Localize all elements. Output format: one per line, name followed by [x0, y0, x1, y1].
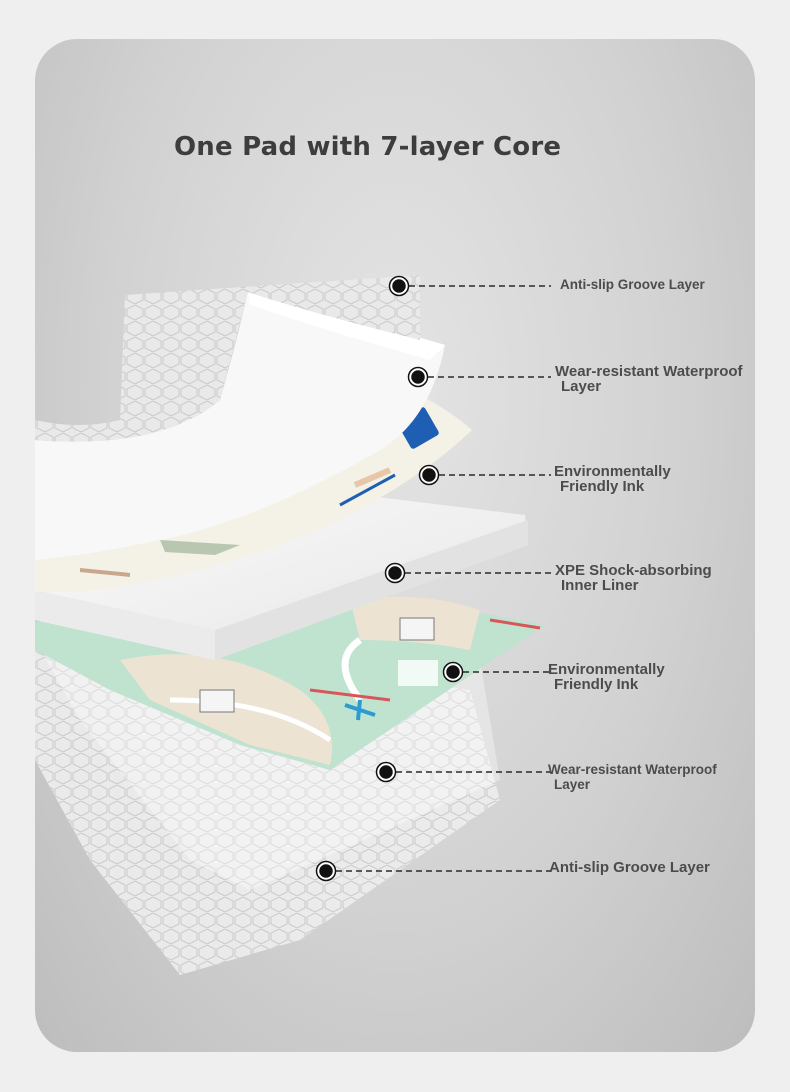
layer-label-2-line2: Layer — [561, 378, 602, 394]
callout-dot — [408, 367, 428, 387]
callout-dot — [316, 861, 336, 881]
layer-label-7: Anti-slip Groove Layer — [549, 860, 710, 875]
layer-label-1-line1: Anti-slip Groove Layer — [560, 277, 705, 292]
layer-label-5: Environmentally Friendly Ink — [548, 662, 665, 692]
top-waterproof-layer — [35, 290, 445, 560]
layer-label-1: Anti-slip Groove Layer — [560, 277, 705, 292]
callout-dot — [385, 563, 405, 583]
layer-label-7-line1: Anti-slip Groove Layer — [549, 859, 710, 876]
layer-label-6-line2: Layer — [554, 777, 591, 792]
layer-label-4: XPE Shock-absorbing Inner Liner — [555, 563, 712, 593]
layer-label-3-line2: Friendly Ink — [560, 478, 645, 495]
callout-dot — [419, 465, 439, 485]
layer-label-4-line2: Inner Liner — [561, 577, 639, 594]
callout-dot — [443, 662, 463, 682]
layer-label-5-line2: Friendly Ink — [554, 676, 639, 693]
layer-label-3: Environmentally Friendly Ink — [554, 464, 671, 494]
callout-dot — [376, 762, 396, 782]
layer-label-6-line1: Wear-resistant Waterproof — [548, 762, 717, 777]
layer-label-3-line1: Environmentally — [554, 463, 671, 480]
callout-dots — [316, 276, 463, 881]
callout-pointers — [326, 285, 551, 872]
layer-label-2: Wear-resistant Waterproof Layer — [555, 364, 785, 394]
callout-dot — [389, 276, 409, 296]
layer-label-2-line1: Wear-resistant Waterproof — [555, 364, 743, 380]
layer-label-5-line1: Environmentally — [548, 661, 665, 678]
layer-label-6: Wear-resistant Waterproof Layer — [548, 762, 717, 792]
layer-label-4-line1: XPE Shock-absorbing — [555, 562, 712, 579]
page-title: One Pad with 7-layer Core — [174, 132, 562, 162]
